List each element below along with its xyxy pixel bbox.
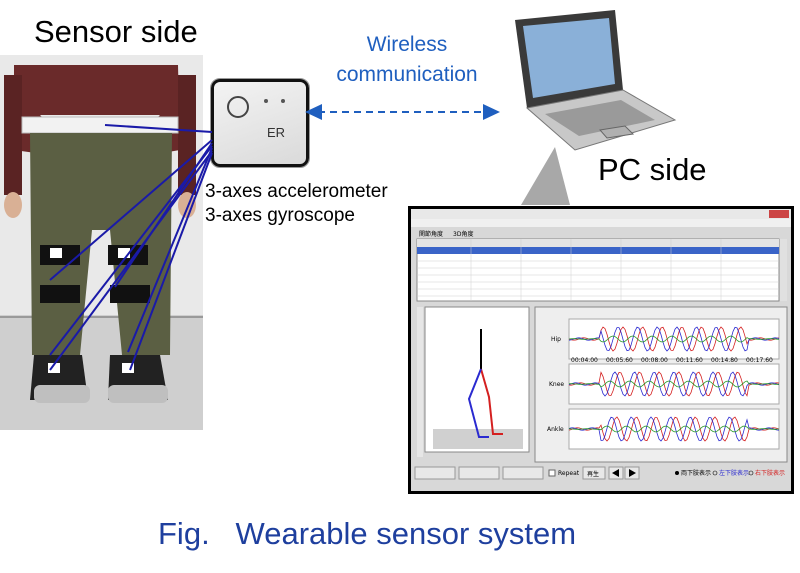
play-button: 再生 (587, 470, 599, 478)
wireless-line1: Wireless (366, 33, 448, 56)
wireless-line2: communication (336, 63, 478, 86)
waveform-line (569, 380, 780, 388)
sensor-device-face: ER (227, 96, 285, 140)
sensor-description: 3-axes accelerometer 3-axes gyroscope (205, 180, 388, 228)
repeat-checkbox-label: Repeat (558, 470, 580, 477)
sensor-device-logo: ER (267, 125, 285, 140)
sensor-side-title: Sensor side (34, 14, 198, 49)
time-tick-4: 00:11.60 (676, 357, 703, 364)
radio-right-leg: 右下肢表示 (755, 469, 785, 477)
time-tick-1: 00:04.00 (571, 357, 598, 364)
radio-both-legs: 両下肢表示 (681, 469, 711, 477)
waveform-line (568, 425, 780, 433)
wireless-arrow-right (483, 104, 500, 120)
waveform-line (568, 416, 780, 442)
pc-side-title: PC side (598, 152, 707, 187)
accelerometer-label: 3-axes accelerometer (205, 181, 388, 202)
figure-caption: Fig. Wearable sensor system (158, 516, 577, 551)
waveform-line (568, 326, 780, 352)
gyroscope-label: 3-axes gyroscope (205, 205, 355, 226)
tab-3d-angle: 3D角度 (453, 230, 473, 238)
graph-label-knee: Knee (549, 381, 564, 388)
graph-label-ankle: Ankle (547, 426, 564, 433)
time-tick-2: 00:05.60 (606, 357, 633, 364)
waveform-line (568, 335, 780, 343)
time-tick-3: 00:08.00 (641, 357, 668, 364)
person-photo (0, 55, 203, 430)
waveform-line (568, 416, 780, 442)
waveform-line (568, 371, 780, 397)
time-tick-5: 00:14.80 (711, 357, 738, 364)
graph-label-hip: Hip (551, 336, 561, 343)
laptop-icon (515, 10, 677, 151)
radio-left-leg: 左下肢表示 (719, 469, 749, 477)
pc-screen-capture: 関節角度 3D角度 Hip Knee Ankle 00:04.00 (408, 206, 794, 494)
waveform-line (568, 371, 780, 397)
wireless-label: Wireless communication (312, 30, 502, 90)
time-tick-6: 00:17.60 (746, 357, 773, 364)
tab-joint-angle: 関節角度 (419, 230, 443, 238)
sensor-device: ER (210, 78, 310, 168)
screen-content: 関節角度 3D角度 Hip Knee Ankle 00:04.00 (411, 209, 791, 480)
gait-waveforms (568, 326, 780, 442)
